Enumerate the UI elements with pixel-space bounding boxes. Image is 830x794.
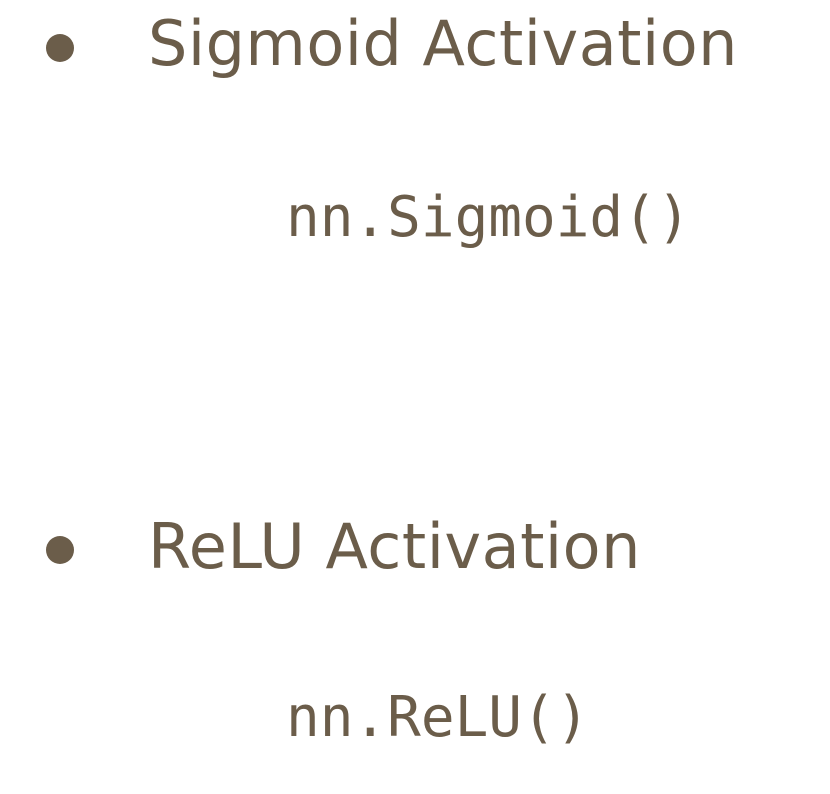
- bullet-dot-icon: [46, 536, 74, 564]
- item-heading: ReLU Activation: [148, 510, 641, 583]
- list-item-relu: ReLU Activation nn.ReLU(): [0, 500, 830, 794]
- item-heading: Sigmoid Activation: [148, 7, 738, 80]
- bullet-dot-icon: [46, 34, 74, 62]
- code-snippet: nn.ReLU(): [286, 685, 590, 750]
- code-snippet: nn.Sigmoid(): [286, 185, 691, 250]
- list-item-sigmoid: Sigmoid Activation nn.Sigmoid(): [46, 7, 738, 250]
